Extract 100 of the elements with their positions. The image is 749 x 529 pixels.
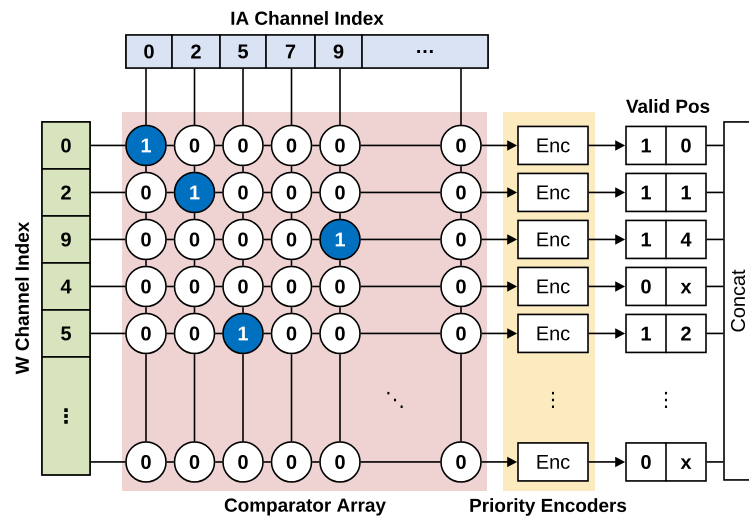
connector-line (145, 213, 147, 219)
connector-line (166, 192, 174, 194)
connector-line (242, 307, 244, 313)
connector-line (215, 144, 222, 146)
connector-line (90, 286, 126, 288)
connector-line (290, 260, 292, 266)
node-label: Comparator Array (224, 498, 386, 516)
connector-line (194, 307, 196, 313)
connector-line (242, 213, 244, 219)
connector-line (290, 213, 292, 219)
index-cell: 9 (41, 215, 91, 264)
connector-line (290, 307, 292, 313)
connector-line (460, 354, 462, 442)
connector-line (242, 354, 244, 442)
connector-line (145, 260, 147, 266)
encoder-box: Enc (517, 172, 589, 212)
connector-line (339, 307, 341, 313)
connector-line (90, 461, 126, 463)
connector-line (215, 238, 222, 240)
connector-line (460, 307, 462, 313)
connector-line (706, 332, 724, 334)
connector-line (145, 166, 147, 172)
connector-line (145, 68, 147, 125)
connector-line (460, 68, 462, 125)
connector-line (264, 461, 271, 463)
connector-line (242, 260, 244, 266)
connector-line (145, 354, 147, 442)
connector-line (145, 307, 147, 313)
connector-line (312, 461, 320, 463)
connector-line (290, 68, 292, 125)
connector-line (264, 144, 271, 146)
connector-line (215, 286, 222, 288)
index-cell: 7 (265, 34, 316, 69)
connector-line (360, 286, 440, 288)
index-cell: 2 (41, 168, 91, 217)
connector-line (242, 68, 244, 125)
connector-line (166, 238, 174, 240)
connector-line (194, 354, 196, 442)
ellipsis-mark: ⋮ (552, 392, 554, 408)
encoder-box: Enc (517, 266, 589, 306)
connector-line (194, 213, 196, 219)
index-cell: 4 (41, 262, 91, 311)
connector-line (166, 332, 174, 334)
encoder-box: Enc (517, 126, 589, 166)
position-box: 1 0 (625, 126, 707, 166)
connector-line (339, 166, 341, 172)
index-cell: 5 (219, 34, 267, 69)
concat-box: Concat (723, 121, 749, 481)
index-cell: 5 (41, 309, 91, 358)
connector-line (312, 192, 320, 194)
index-cell: 0 (41, 121, 91, 170)
connector-line (215, 461, 222, 463)
encoder-box: Enc (517, 220, 589, 260)
connector-line (460, 166, 462, 172)
index-cell: 0 (125, 34, 173, 69)
position-box: 1 1 (625, 172, 707, 212)
connector-line (90, 192, 126, 194)
connector-line (90, 332, 126, 334)
connector-line (290, 354, 292, 442)
connector-line (360, 238, 440, 240)
connector-line (290, 166, 292, 172)
position-box: 1 4 (625, 220, 707, 260)
connector-line (166, 144, 174, 146)
connector-line (312, 238, 320, 240)
connector-line (460, 260, 462, 266)
connector-line (215, 332, 222, 334)
connector-line (90, 238, 126, 240)
connector-line (312, 286, 320, 288)
ellipsis-mark: ⋮ (664, 392, 668, 408)
encoder-box: Enc (517, 442, 589, 482)
connector-line (264, 332, 271, 334)
position-box: 0 x (625, 266, 707, 306)
ellipsis-mark: ⋱ (387, 392, 403, 408)
connector-line (706, 461, 724, 463)
connector-line (194, 166, 196, 172)
connector-line (194, 260, 196, 266)
connector-line (215, 192, 222, 194)
connector-line (90, 144, 126, 146)
node-label: W Channel Index (15, 222, 29, 374)
column-heading: Valid Pos (626, 99, 710, 113)
encoder-box: Enc (517, 314, 589, 354)
connector-line (706, 144, 724, 146)
connector-line (264, 286, 271, 288)
connector-line (706, 238, 724, 240)
connector-line (460, 213, 462, 219)
position-box: 0 x (625, 442, 707, 482)
index-cell: 9 (314, 34, 363, 69)
connector-line (312, 144, 320, 146)
connector-line (339, 68, 341, 125)
connector-line (312, 332, 320, 334)
connector-line (339, 213, 341, 219)
connector-line (339, 260, 341, 266)
connector-line (264, 192, 271, 194)
position-box: 1 2 (625, 314, 707, 354)
connector-line (360, 144, 440, 146)
connector-line (166, 286, 174, 288)
connector-line (360, 461, 440, 463)
connector-line (166, 461, 174, 463)
connector-line (339, 354, 341, 442)
connector-line (360, 332, 440, 334)
